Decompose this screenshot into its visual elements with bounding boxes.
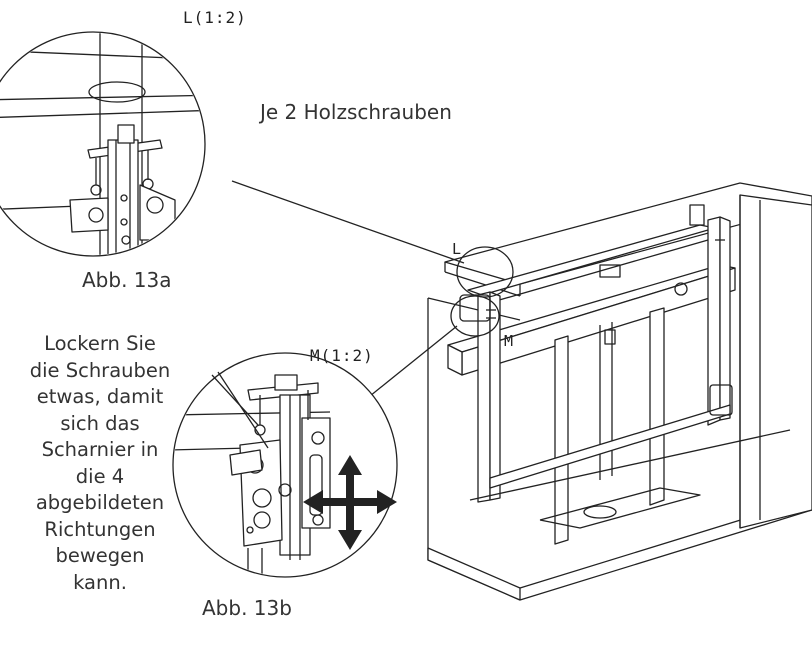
detail-l-note: Je 2 Holzschrauben: [260, 100, 452, 124]
pointer-line-2: [217, 371, 269, 449]
detail-m-scale-label: M(1:2): [310, 346, 374, 365]
cabinet-drawing: [427, 182, 812, 601]
detail-l-circle: [0, 31, 206, 257]
detail-l-figure-label: Abb. 13a: [82, 268, 172, 292]
leader-line-l: [231, 180, 465, 264]
detail-m-figure-label: Abb. 13b: [202, 596, 292, 620]
callout-circle-m: [450, 295, 500, 337]
pointer-line-1: [211, 374, 259, 426]
four-direction-arrow-icon: [303, 455, 397, 550]
callout-l-label: L: [452, 240, 463, 258]
callout-m-label: M: [504, 332, 515, 350]
adjustment-instruction: Lockern Sie die Schrauben etwas, damit s…: [29, 332, 171, 594]
detail-m-circle: [172, 352, 398, 578]
leader-line-m: [369, 325, 458, 397]
callout-circle-l: [456, 246, 514, 298]
detail-l-scale-label: L(1:2): [183, 8, 247, 27]
